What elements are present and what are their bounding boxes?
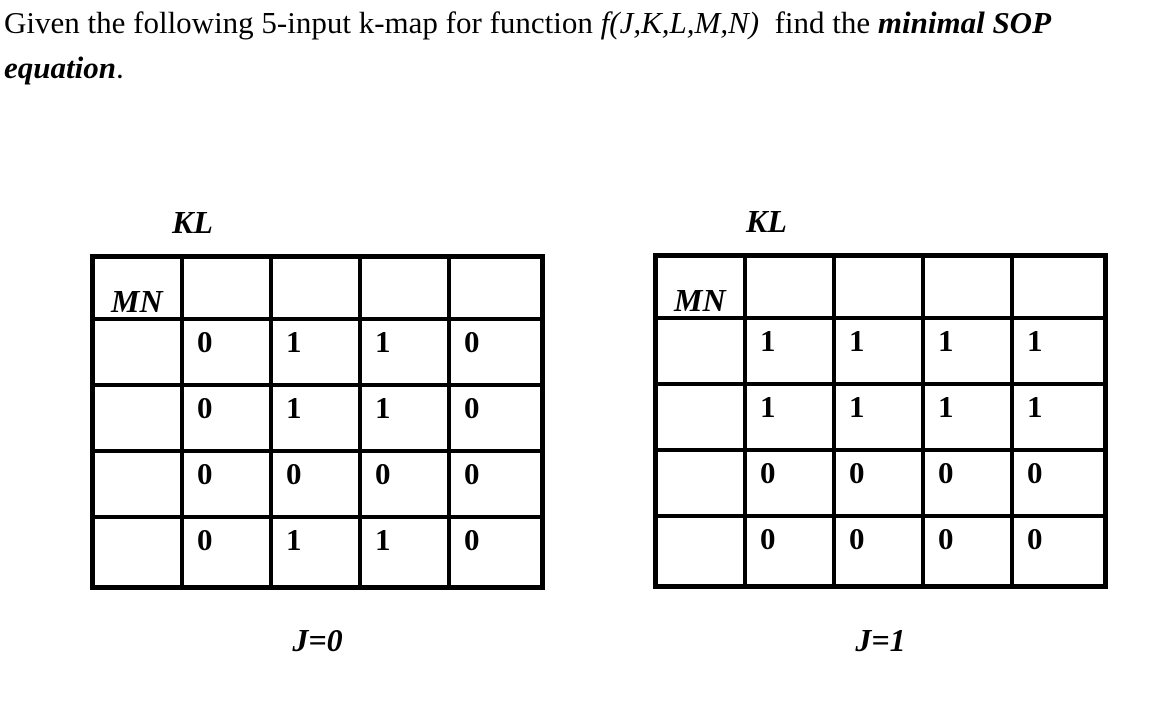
- kl-axis-label-j0: KL: [172, 204, 213, 240]
- title-emphasis-2: equation: [4, 50, 116, 85]
- problem-statement: Given the following 5-input k-map for fu…: [4, 0, 1051, 90]
- kmap-cell-j0-r1c3: 1: [362, 321, 451, 387]
- kmap-cell-j0-r3c4: 0: [451, 453, 540, 519]
- mn-axis-label-j1: MN: [674, 282, 726, 318]
- kmap-cell-j1-r4c1: 0: [747, 518, 836, 584]
- function-notation: f(J,K,L,M,N): [600, 5, 760, 40]
- kmap-cell-j0-r2c1: 0: [184, 387, 273, 453]
- kmap-cell-j0-r2c4: 0: [451, 387, 540, 453]
- kmap-cell-j1-r2c1: 1: [747, 386, 836, 452]
- kmap-cell-j0-r4c1: 0: [184, 519, 273, 585]
- kmap-cell-j0-r2c2: 1: [273, 387, 362, 453]
- mn-axis-cell-j1: MN: [658, 258, 747, 320]
- kmap-rowhead-cell: [95, 387, 184, 453]
- kmap-colhead-cell: [925, 258, 1014, 320]
- kmap-cell-j0-r1c4: 0: [451, 321, 540, 387]
- kmap-cell-j0-r4c4: 0: [464, 522, 480, 557]
- kmap-cell-j1-r4c4: 0: [1027, 521, 1043, 556]
- kmap-colhead-cell: [184, 259, 273, 321]
- kmap-colhead-cell: [273, 259, 362, 321]
- j-value-label-j0: J=0: [292, 622, 343, 658]
- kmap-cell-j1-r2c4: 1: [1014, 386, 1103, 452]
- kmap-cell-j0-r3c3: 0: [362, 453, 451, 519]
- title-line-1: Given the following 5-input k-map for fu…: [4, 0, 1051, 45]
- kmap-cell-j0-r3c1: 0: [184, 453, 273, 519]
- kmap-cell-j1-r4c3: 0: [925, 518, 1014, 584]
- mn-axis-label-j0: MN: [111, 283, 163, 319]
- kmap-cell-j0-r1c2: 1: [273, 321, 362, 387]
- kmap-colhead-cell: [1014, 258, 1103, 320]
- kmap-cell-j0-r4c2: 1: [273, 519, 362, 585]
- kmap-rowhead-cell: [95, 453, 184, 519]
- kmap-colhead-cell: [836, 258, 925, 320]
- kmap-rowhead-cell: [658, 452, 747, 518]
- kmap-rowhead-cell: [658, 320, 747, 386]
- kmap-cell-j1-r3c3: 0: [925, 452, 1014, 518]
- kmap-cell-j0-r3c2: 0: [273, 453, 362, 519]
- title-text-2: find the: [759, 5, 878, 40]
- kmap-colhead-cell: [747, 258, 836, 320]
- kmap-grid-j0: MN 0 1 1 0 0 1 1 0 0 0 0 0 0 1 1 0: [90, 254, 545, 590]
- kl-axis-label-j1: KL: [746, 203, 787, 239]
- title-emphasis-1: minimal SOP: [877, 5, 1052, 40]
- kmap-cell-j1-r2c3: 1: [925, 386, 1014, 452]
- kmap-rowhead-cell: [95, 519, 184, 585]
- kmap-cell-j1-r3c1: 0: [747, 452, 836, 518]
- kmap-cell-j1-r1c4: 1: [1014, 320, 1103, 386]
- title-text-1: Given the following 5-input k-map for fu…: [4, 5, 601, 40]
- kmap-cell-j1-r2c2: 1: [836, 386, 925, 452]
- kmap-rowhead-cell: [658, 386, 747, 452]
- kmap-rowhead-cell: [658, 518, 747, 584]
- kmap-rowhead-cell: [95, 321, 184, 387]
- kmap-cell-j0-r4c3: 1: [362, 519, 451, 585]
- mn-axis-cell-j0: MN: [95, 259, 184, 321]
- title-line-2: equation.: [4, 45, 1051, 90]
- kmap-cell-j1-r3c4: 0: [1014, 452, 1103, 518]
- kmap-cell-j0-r1c1: 0: [184, 321, 273, 387]
- kmap-cell-j1-r3c2: 0: [836, 452, 925, 518]
- kmap-cell-j1-r1c1: 1: [747, 320, 836, 386]
- title-period: .: [115, 50, 124, 85]
- kmap-cell-j0-r2c3: 1: [362, 387, 451, 453]
- kmap-cell-j1-r4c2: 0: [836, 518, 925, 584]
- kmap-cell-j1-r1c2: 1: [836, 320, 925, 386]
- kmap-colhead-cell: [451, 259, 540, 321]
- kmap-colhead-cell: [362, 259, 451, 321]
- kmap-cell-j1-r1c3: 1: [925, 320, 1014, 386]
- j-value-label-j1: J=1: [855, 622, 906, 658]
- kmap-grid-j1: MN 1 1 1 1 1 1 1 1 0 0 0 0 0 0 0 0: [653, 253, 1108, 589]
